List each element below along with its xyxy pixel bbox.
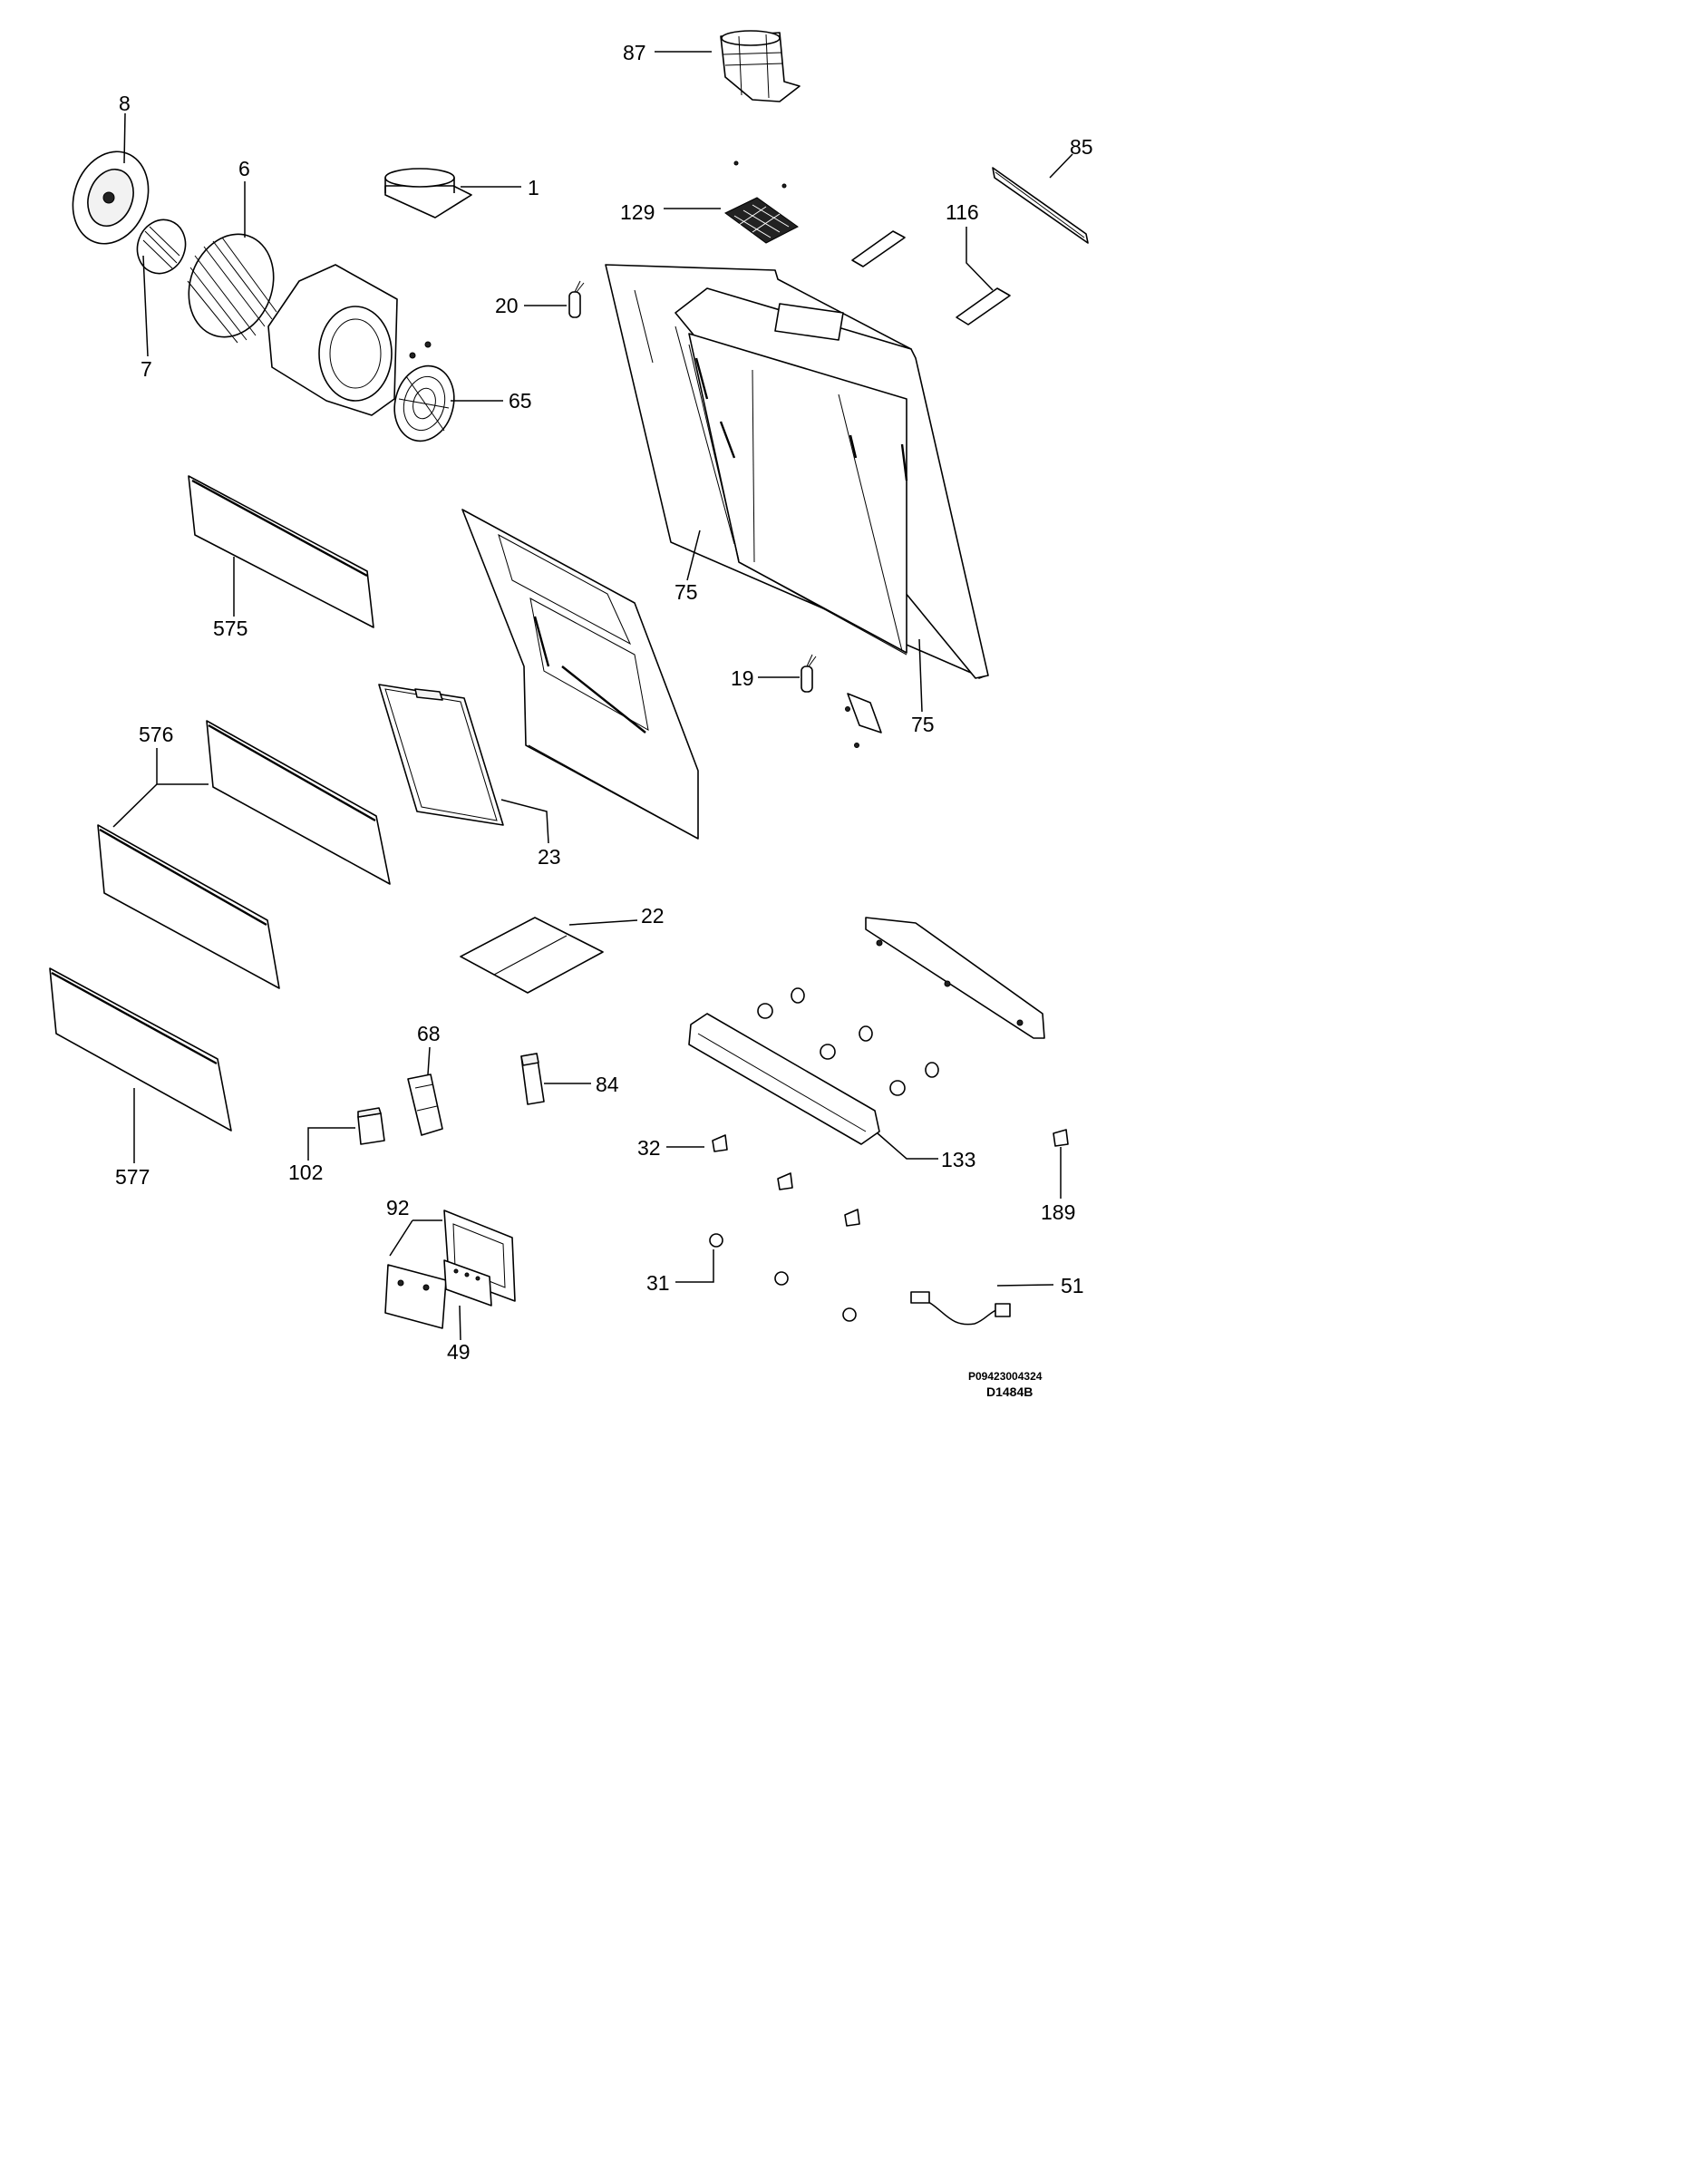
part-68-switch-bracket (407, 1073, 443, 1136)
callout-7: 7 (141, 357, 152, 381)
callout-65: 65 (509, 389, 532, 413)
part-576-panel-lower (97, 824, 280, 989)
callout-75-lower: 75 (911, 713, 935, 736)
part-6-fan-wheel (187, 233, 277, 344)
part-32-clip (712, 1134, 860, 1227)
part-102-box (357, 1107, 385, 1145)
part-65-fan-guard (393, 341, 455, 442)
part-51-cable (910, 1291, 1011, 1326)
part-92-control-panel (384, 1264, 447, 1329)
part-49-control-board (443, 1259, 492, 1307)
callout-189: 189 (1041, 1200, 1075, 1224)
drawing-identifier: P09423004324 D1484B (968, 1370, 1043, 1399)
light-rail-top (865, 917, 1045, 1039)
callout-32: 32 (637, 1136, 661, 1160)
callout-labels: 87 85 8 6 1 129 116 20 7 65 575 75 19 75… (115, 41, 1093, 1364)
callout-84: 84 (596, 1073, 619, 1096)
callout-23: 23 (538, 845, 561, 869)
drawing-id: D1484B (986, 1384, 1033, 1399)
callout-19: 19 (731, 666, 754, 690)
part-577-panel (49, 967, 232, 1132)
callout-577: 577 (115, 1165, 150, 1189)
part-84-module (520, 1053, 545, 1105)
exploded-parts-diagram: 87 85 8 6 1 129 116 20 7 65 575 75 19 75… (49, 30, 1093, 1399)
cover-plate (845, 693, 882, 748)
callout-87: 87 (623, 41, 646, 64)
callout-20: 20 (495, 294, 519, 317)
callout-6: 6 (238, 157, 250, 180)
part-7-motor (136, 219, 187, 275)
lamp-holders (757, 987, 939, 1096)
inner-frame (461, 509, 699, 840)
part-31-lamp (709, 1233, 857, 1322)
callout-129: 129 (620, 200, 655, 224)
part-129-grille (724, 160, 799, 244)
part-8-motor-plate (72, 151, 150, 245)
part-133-light-cover (688, 1013, 880, 1145)
callout-8: 8 (119, 92, 131, 115)
part-87-duct-connector (720, 30, 801, 102)
callout-116: 116 (946, 200, 979, 224)
part-22-filter-pad (460, 917, 604, 994)
part-576-panel-upper (206, 720, 391, 885)
fan-housing (267, 264, 398, 416)
part-116-bracket (851, 230, 1011, 325)
callout-133: 133 (941, 1148, 975, 1171)
leader-lines (112, 51, 1073, 1341)
callout-31: 31 (646, 1271, 670, 1295)
part-23-grease-filter (378, 684, 504, 826)
callout-92: 92 (386, 1196, 410, 1219)
part-20-capacitor (568, 280, 585, 318)
callout-51: 51 (1061, 1274, 1084, 1297)
drawing-code: P09423004324 (968, 1370, 1043, 1383)
part-85-rail (992, 167, 1089, 244)
callout-576: 576 (139, 723, 173, 746)
callout-22: 22 (641, 904, 665, 928)
part-75-hood-body (605, 264, 989, 679)
callout-1: 1 (528, 176, 539, 199)
callout-102: 102 (288, 1161, 323, 1184)
callout-85: 85 (1070, 135, 1093, 159)
callout-75-upper: 75 (674, 580, 698, 604)
part-575-panel (188, 475, 374, 628)
part-1-collar (384, 168, 472, 219)
callout-575: 575 (213, 617, 247, 640)
part-19-capacitor (801, 654, 817, 693)
part-189-button (1053, 1129, 1069, 1147)
callout-68: 68 (417, 1022, 441, 1045)
callout-49: 49 (447, 1340, 471, 1364)
